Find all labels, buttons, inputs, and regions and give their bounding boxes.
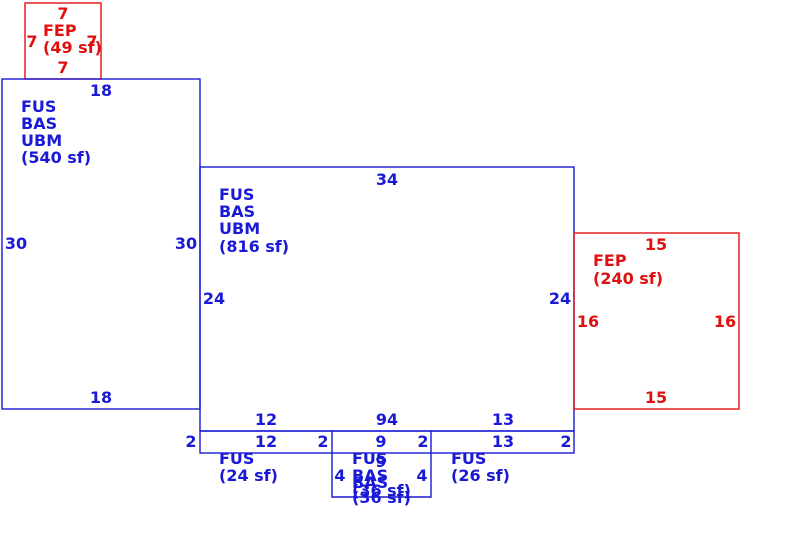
right-porch-dim-left: 16: [577, 312, 599, 331]
main-block-area: (816 sf): [219, 237, 289, 256]
strip-right-dim-right: 2: [560, 432, 571, 451]
top-porch-dim-bottom: 7: [57, 58, 68, 77]
bay-dim-inner: 9: [375, 452, 386, 471]
main-block-label-3: UBM: [219, 219, 260, 238]
bottom-strip-outline: [199, 430, 575, 454]
strip-left-area: (24 sf): [219, 466, 278, 485]
main-block-label-1: FUS: [219, 185, 254, 204]
strip-left-dim-right: 2: [317, 432, 328, 451]
main-block-outline: [199, 166, 575, 432]
main-block-label-2: BAS: [219, 202, 255, 221]
bay-label-1: FUS: [352, 449, 387, 468]
bay-area-overlap: (36 sf): [352, 481, 411, 500]
left-block-area: (540 sf): [21, 148, 91, 167]
strip-left-label: FUS: [219, 449, 254, 468]
left-block-label-1: FUS: [21, 97, 56, 116]
right-porch-area: (240 sf): [593, 269, 663, 288]
bay-dim-side: 2: [417, 432, 428, 451]
strip-left-dim-bottom: 12: [255, 432, 277, 451]
strip-right-dim-top: 13: [492, 410, 514, 429]
bay-dim-left: 4: [334, 466, 345, 485]
right-porch-dim-top: 15: [645, 235, 667, 254]
left-block-label-3: UBM: [21, 131, 62, 150]
strip-right-area: (26 sf): [451, 466, 510, 485]
left-block-label-2: BAS: [21, 114, 57, 133]
top-porch-dim-top: 7: [57, 4, 68, 23]
right-porch-dim-right: 16: [714, 312, 736, 331]
left-block-dim-left: 30: [5, 234, 27, 253]
bay-dim-top: 9: [375, 432, 386, 451]
left-block-dim-right: 30: [175, 234, 197, 253]
top-porch-dim-left: 7: [26, 32, 37, 51]
right-porch-dim-bottom: 15: [645, 388, 667, 407]
main-block-dim-right: 24: [549, 289, 571, 308]
right-porch-label: FEP: [593, 251, 627, 270]
right-porch-outline: [573, 232, 740, 410]
left-block-dim-top: 18: [90, 81, 112, 100]
main-block-dim-top: 34: [376, 170, 398, 189]
bay-label-2: BAS: [352, 466, 388, 485]
main-block-dim-left: 24: [203, 289, 225, 308]
top-porch-area: (49 sf): [43, 38, 102, 57]
strip-left-dim-left: 2: [185, 432, 196, 451]
top-porch-dim-right: 7: [86, 32, 97, 51]
bay-outline: [331, 453, 432, 498]
bay-area: (36 sf): [352, 488, 411, 507]
left-block-dim-bottom: 18: [90, 388, 112, 407]
bay-label-3: BAS: [352, 473, 388, 492]
top-porch-label: FEP: [43, 21, 77, 40]
strip-right-dim-bottom: 13: [492, 432, 514, 451]
main-block-dim-bottom: 94: [376, 410, 398, 429]
bay-dim-right: 4: [416, 466, 427, 485]
strip-left-dim-top: 12: [255, 410, 277, 429]
strip-right-label: FUS: [451, 449, 486, 468]
